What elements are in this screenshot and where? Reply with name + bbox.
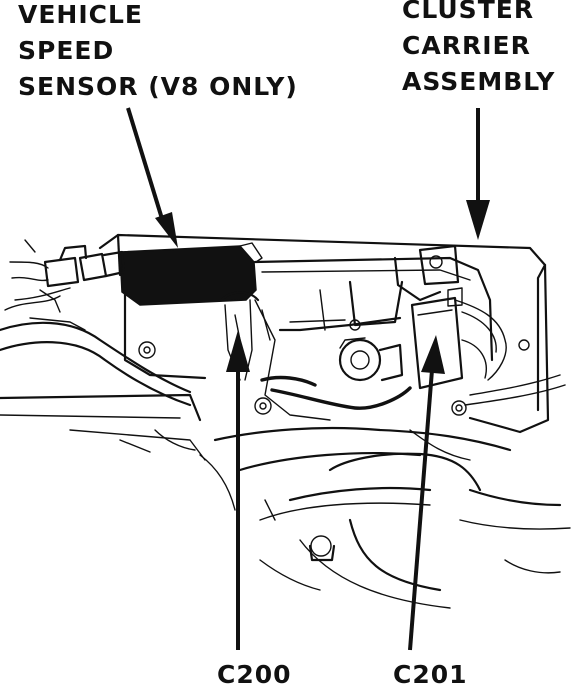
c201-arrow: [408, 335, 445, 651]
cca-label-line-1: CLUSTER: [402, 0, 535, 24]
right-wiring-harness: [410, 296, 566, 416]
internal-bracket: [278, 280, 404, 332]
bulb-socket: [338, 337, 404, 382]
cluster-carrier-assembly-label: CLUSTER CARRIER ASSEMBLY: [402, 0, 555, 100]
center-wiring: [220, 291, 412, 410]
cca-label-line-3: ASSEMBLY: [402, 67, 556, 96]
vehicle-speed-sensor-module: [119, 242, 263, 306]
c200-arrow: [226, 330, 250, 650]
connector-c200-label: C200: [217, 660, 292, 689]
cca-arrow: [466, 108, 490, 240]
vss-label-line-1: VEHICLE: [18, 0, 144, 29]
cluster-carrier-housing: [98, 233, 550, 434]
left-wiring-harness: [0, 239, 192, 407]
underdash-structure: [0, 393, 571, 609]
vss-arrow: [126, 107, 178, 248]
vss-label-line-3: SENSOR (V8 ONLY): [18, 72, 298, 101]
connector-c201-label: C201: [393, 660, 468, 689]
cca-label-line-2: CARRIER: [402, 31, 531, 60]
vehicle-speed-sensor-label: VEHICLE SPEED SENSOR (V8 ONLY): [18, 0, 298, 105]
vss-label-line-2: SPEED: [18, 36, 115, 65]
